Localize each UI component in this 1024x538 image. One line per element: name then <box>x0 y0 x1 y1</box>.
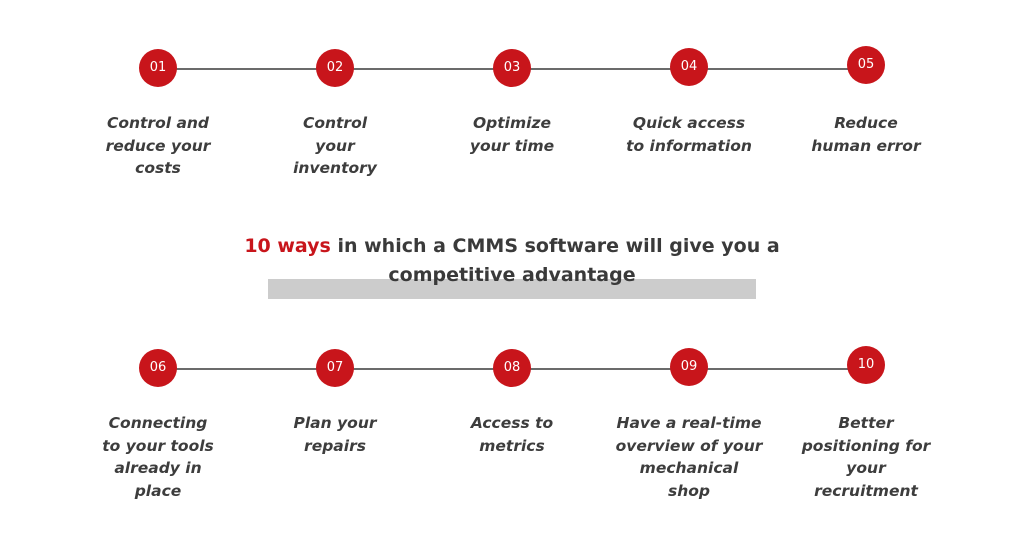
step-label-line: shop <box>667 481 710 500</box>
step-label-line: Optimize <box>473 114 551 132</box>
title-highlight-bar <box>268 279 756 299</box>
step-08: 08 Access to metrics <box>437 348 587 457</box>
step-label-line: positioning for <box>801 436 931 455</box>
steps-row-bottom: 06 Connecting to your tools already in p… <box>0 346 1024 508</box>
step-09: 09 Have a real-time overview of your mec… <box>614 348 764 502</box>
step-label: Have a real-time overview of your mechan… <box>614 412 764 502</box>
step-label: Connecting to your tools already in plac… <box>83 412 233 502</box>
title-block: 10 ways in which a CMMS software will gi… <box>0 232 1024 290</box>
title-line-1: 10 ways in which a CMMS software will gi… <box>0 232 1024 261</box>
step-02: 02 Control your inventory <box>260 48 410 180</box>
step-label: Better positioning for your recruitment <box>791 412 941 502</box>
step-number-badge: 09 <box>670 348 708 386</box>
step-label-line: Connecting <box>108 414 208 432</box>
step-07: 07 Plan your repairs <box>260 348 410 457</box>
step-label-line: Access to <box>470 414 554 432</box>
step-label-line: your <box>315 136 355 155</box>
step-label: Optimize your time <box>437 112 587 157</box>
step-label-line: overview of your <box>615 436 763 455</box>
step-number-badge: 07 <box>316 349 354 387</box>
step-number-badge: 05 <box>847 46 885 84</box>
step-label-line: costs <box>135 159 181 177</box>
step-label-line: repairs <box>304 436 366 455</box>
step-label: Quick access to information <box>614 112 764 157</box>
step-label-line: Better <box>838 414 894 432</box>
step-label: Control and reduce your costs <box>83 112 233 180</box>
step-number-badge: 03 <box>493 49 531 87</box>
step-label-line: Control <box>302 114 368 132</box>
step-06: 06 Connecting to your tools already in p… <box>83 348 233 502</box>
step-label-line: Plan your <box>293 414 377 432</box>
step-label: Access to metrics <box>437 412 587 457</box>
step-label-line: Have a real-time <box>616 414 762 432</box>
step-label: Control your inventory <box>260 112 410 180</box>
step-label-line: inventory <box>293 159 377 177</box>
step-label: Reduce human error <box>791 112 941 157</box>
step-label-line: to your tools <box>102 436 214 455</box>
step-label-line: your <box>846 459 886 477</box>
title-line-2: competitive advantage <box>388 264 636 286</box>
step-label-line: Quick access <box>632 114 746 132</box>
step-label: Plan your repairs <box>260 412 410 457</box>
step-01: 01 Control and reduce your costs <box>83 48 233 180</box>
step-number-badge: 06 <box>139 349 177 387</box>
step-05: 05 Reduce human error <box>791 46 941 157</box>
step-number-badge: 08 <box>493 349 531 387</box>
step-label-line: Reduce <box>834 114 898 132</box>
step-10: 10 Better positioning for your recruitme… <box>791 346 941 502</box>
step-number-badge: 02 <box>316 49 354 87</box>
step-04: 04 Quick access to information <box>614 48 764 157</box>
step-label-line: mechanical <box>639 459 739 477</box>
step-label-line: already in <box>114 459 202 477</box>
step-label-line: to information <box>626 136 752 155</box>
step-label-line: Control and <box>106 114 210 132</box>
step-03: 03 Optimize your time <box>437 48 587 157</box>
steps-row-top: 01 Control and reduce your costs 02 Cont… <box>0 46 1024 208</box>
step-number-badge: 04 <box>670 48 708 86</box>
step-label-line: metrics <box>479 436 545 455</box>
step-label-line: your time <box>469 136 555 155</box>
title-accent: 10 ways <box>244 235 331 257</box>
step-number-badge: 01 <box>139 49 177 87</box>
step-label-line: recruitment <box>814 481 918 500</box>
title-rest: in which a CMMS software will give you a <box>330 235 780 257</box>
step-label-line: human error <box>811 136 921 155</box>
step-label-line: reduce your <box>105 136 211 155</box>
page-title: 10 ways in which a CMMS software will gi… <box>0 232 1024 290</box>
step-label-line: place <box>134 481 182 500</box>
step-number-badge: 10 <box>847 346 885 384</box>
